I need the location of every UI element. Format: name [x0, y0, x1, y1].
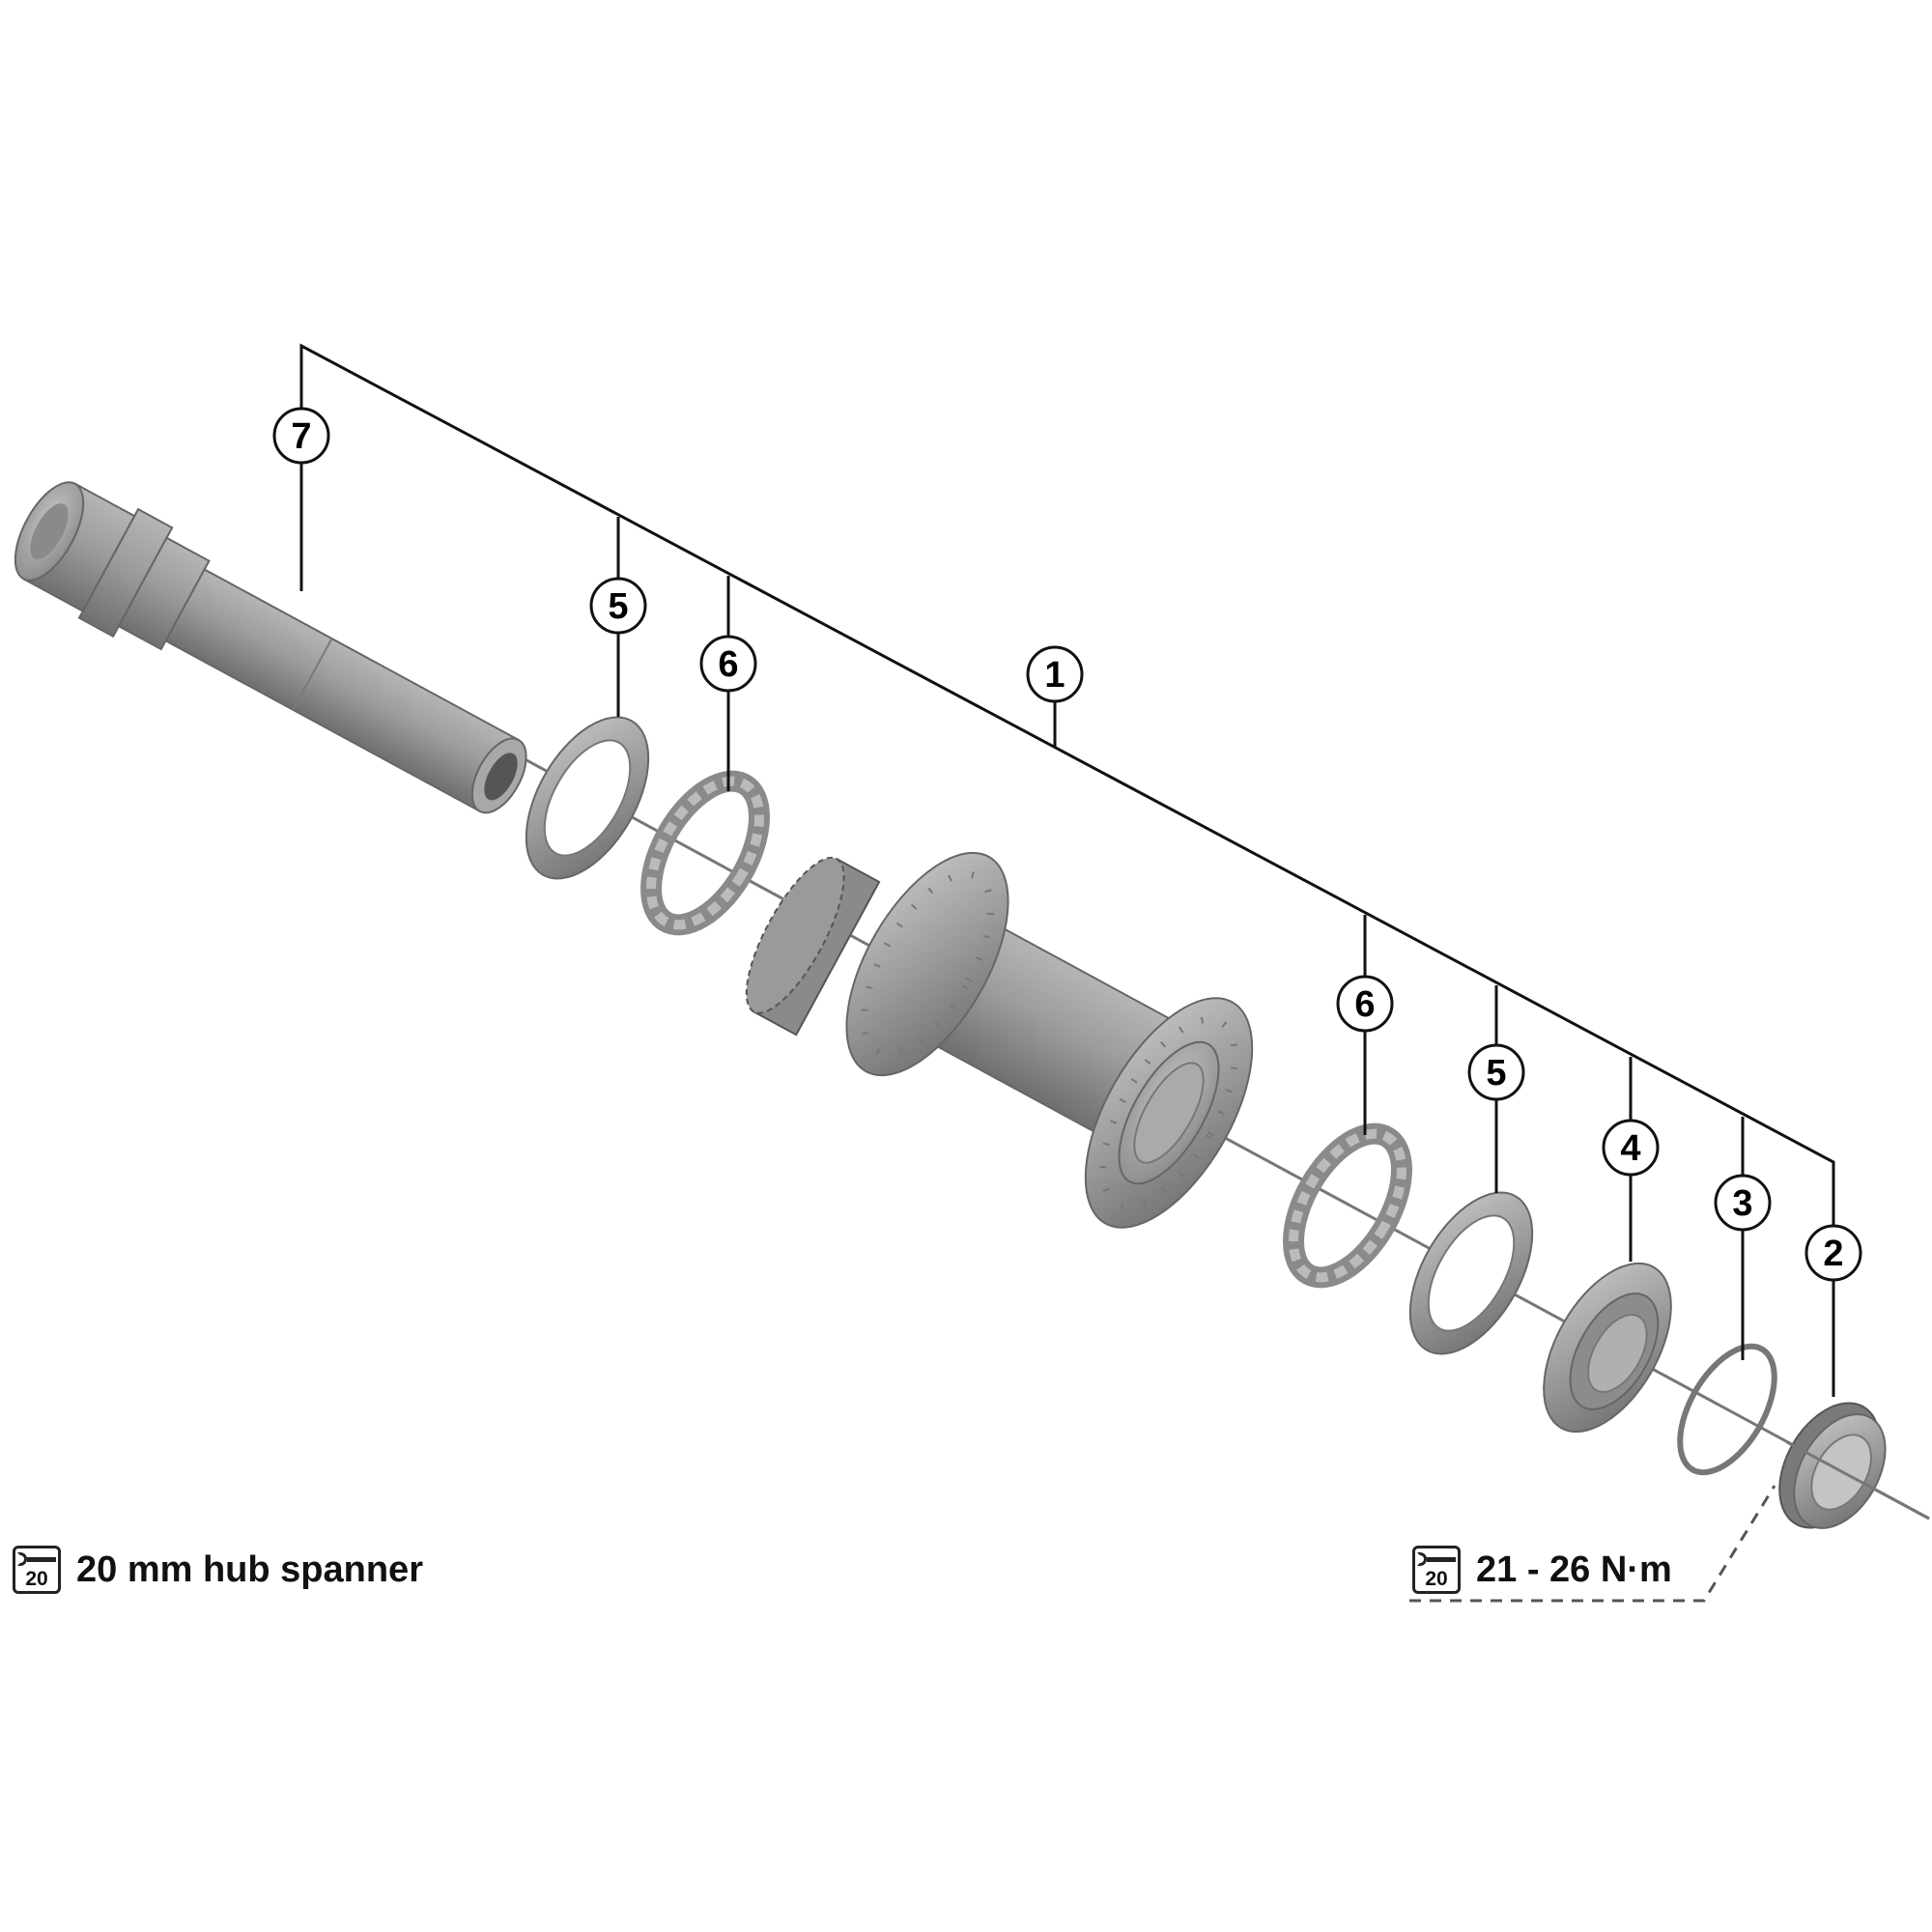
callout-circle	[1026, 645, 1084, 703]
callout-number: 3	[1732, 1183, 1752, 1224]
callout-5a: 5	[589, 577, 647, 635]
callout-number: 2	[1823, 1234, 1843, 1274]
callout-number: 7	[291, 416, 311, 457]
part-axle	[14, 481, 527, 814]
torque-note: 20 21 - 26 N·m	[1412, 1546, 1672, 1594]
callout-circle	[1714, 1174, 1772, 1232]
part-washer-left	[525, 716, 650, 880]
callout-6b: 6	[1336, 975, 1394, 1033]
part-hub-body	[745, 851, 1254, 1229]
callout-circle	[1467, 1043, 1525, 1101]
callout-2: 2	[1804, 1224, 1862, 1282]
callout-circle	[1804, 1224, 1862, 1282]
callout-number: 1	[1044, 655, 1065, 696]
tool-note-text: 20 mm hub spanner	[76, 1548, 423, 1590]
part-washer-right	[1408, 1191, 1534, 1355]
callout-circle	[1602, 1119, 1660, 1177]
callout-number: 6	[1354, 984, 1375, 1025]
callout-circle	[1336, 975, 1394, 1033]
callout-1: 1	[1026, 645, 1084, 703]
callout-circle	[589, 577, 647, 635]
torque-note-text: 21 - 26 N·m	[1476, 1548, 1672, 1590]
torque-leader-dashed	[1409, 1485, 1776, 1603]
callout-number: 5	[608, 586, 628, 627]
hub-spanner-icon: 20	[1412, 1546, 1461, 1594]
callout-number: 4	[1620, 1128, 1640, 1169]
callout-3: 3	[1714, 1174, 1772, 1232]
part-o-ring	[1677, 1343, 1777, 1476]
part-bearing-right	[1283, 1122, 1412, 1289]
part-cone	[1543, 1262, 1672, 1434]
leader-lines	[299, 343, 1835, 1397]
hub-spanner-icon: 20	[13, 1546, 61, 1594]
callout-6a: 6	[699, 635, 757, 693]
callout-7: 7	[272, 407, 330, 465]
callout-number: 5	[1486, 1053, 1506, 1094]
callout-circle	[272, 407, 330, 465]
tool-note: 20 20 mm hub spanner	[13, 1546, 423, 1594]
callout-circle	[699, 635, 757, 693]
part-bearing-left	[640, 770, 770, 936]
callout-4: 4	[1602, 1119, 1660, 1177]
callout-5b: 5	[1467, 1043, 1525, 1101]
callout-number: 6	[718, 644, 738, 685]
